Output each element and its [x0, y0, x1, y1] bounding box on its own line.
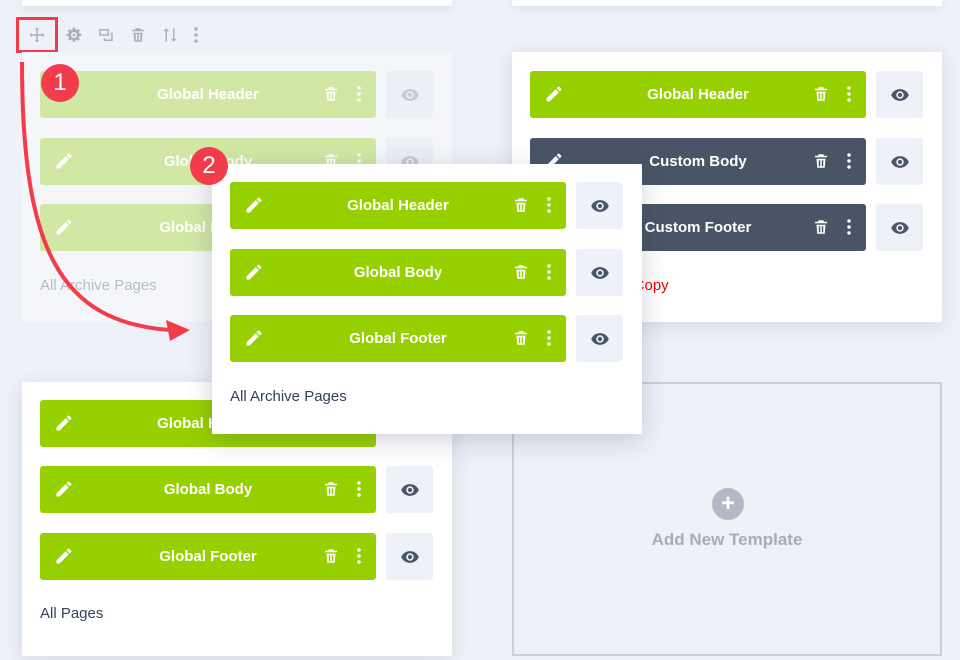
layout-label: Global Header: [347, 197, 449, 214]
template-row-header: Global Header: [530, 71, 923, 118]
layout-label: Global Body: [353, 264, 443, 281]
template-row-body: Global Body: [40, 466, 433, 513]
visibility-button[interactable]: [576, 315, 623, 362]
add-new-template-label[interactable]: Add New Template: [651, 530, 803, 549]
partial-card-top-right: [512, 0, 942, 6]
visibility-button[interactable]: [876, 71, 923, 118]
visibility-button[interactable]: [386, 533, 433, 580]
gear-icon: [66, 27, 82, 43]
visibility-button[interactable]: [576, 182, 623, 229]
visibility-button[interactable]: [576, 249, 623, 296]
template-row-body: Global Body: [230, 249, 623, 296]
template-title: All Archive Pages: [40, 277, 157, 294]
layout-bar-header[interactable]: Global Header: [530, 71, 866, 118]
visibility-button[interactable]: [386, 71, 433, 118]
template-title: All Archive Pages: [230, 388, 347, 405]
visibility-button[interactable]: [386, 466, 433, 513]
layout-bar-header[interactable]: Global Header: [230, 182, 566, 229]
step-badge-2: 2: [190, 147, 228, 185]
template-row-footer: Global Footer: [40, 533, 433, 580]
partial-card-top-left: [22, 0, 452, 6]
layout-bar-footer[interactable]: Global Footer: [230, 315, 566, 362]
template-row-body: Custom Body: [530, 138, 923, 185]
layout-bar-body[interactable]: Global Body: [40, 466, 376, 513]
template-row-footer: Global Footer: [230, 315, 623, 362]
layout-label: Global Body: [163, 481, 253, 498]
duplicate-button[interactable]: [90, 18, 122, 52]
template-toolbar: [16, 17, 206, 53]
move-icon: [29, 27, 45, 43]
step-badge-1: 1: [41, 64, 79, 102]
layout-label: Global Header: [157, 86, 259, 103]
layout-bar-body[interactable]: Global Body: [230, 249, 566, 296]
move-button[interactable]: [16, 17, 58, 53]
layout-label: Global Footer: [159, 548, 257, 565]
settings-button[interactable]: [58, 18, 90, 52]
template-row-header: Global Header: [40, 71, 433, 118]
visibility-button[interactable]: [876, 204, 923, 251]
template-card-dragging[interactable]: Global Header Global Body Global Footer …: [212, 164, 642, 434]
sort-icon: [163, 28, 177, 42]
sort-button[interactable]: [154, 18, 186, 52]
layout-bar-header[interactable]: Global Header: [40, 71, 376, 118]
layout-bar-footer[interactable]: Global Footer: [40, 533, 376, 580]
plus-icon[interactable]: +: [712, 488, 744, 520]
template-title: All Pages: [40, 605, 104, 622]
visibility-button[interactable]: [876, 138, 923, 185]
duplicate-icon: [99, 29, 113, 41]
template-row-header: Global Header: [230, 182, 623, 229]
layout-label: Global Header: [647, 86, 749, 103]
layout-label: Custom Body: [649, 153, 747, 170]
layout-label: Global Footer: [349, 330, 447, 347]
layout-label: Custom Footer: [644, 219, 752, 236]
